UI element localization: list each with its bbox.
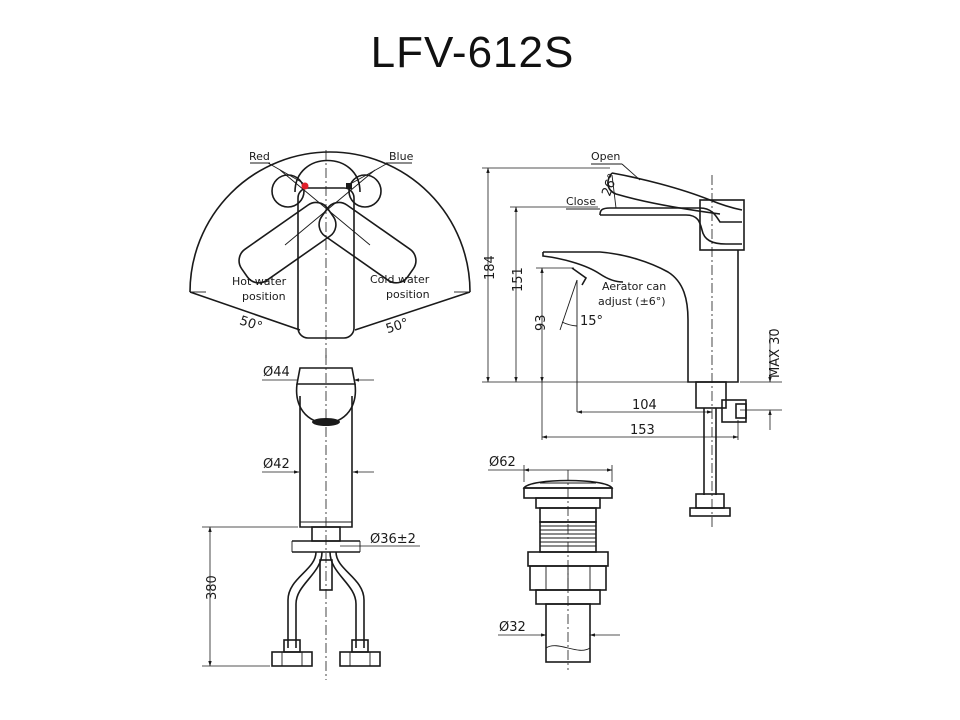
dim-153: 153 <box>630 423 655 438</box>
dim-380: 380 <box>205 575 220 600</box>
cold-angle: 50° <box>384 316 411 337</box>
aerator-angle: 15° <box>580 314 603 329</box>
aerator-label-1: Aerator can <box>602 280 666 293</box>
close-label: Close <box>566 195 596 208</box>
hot-lever <box>238 201 337 284</box>
side-body <box>543 250 739 383</box>
drain-view: Ø62 Ø32 <box>488 455 620 670</box>
front-view: Ø44 Ø42 Ø36±2 380 <box>202 355 420 680</box>
blue-mark <box>346 183 352 189</box>
dia-42: Ø42 <box>263 457 290 472</box>
cold-label-1: Cold water <box>370 273 430 286</box>
top-view: Red Blue Hot water position Cold water p… <box>189 150 471 360</box>
cold-lever <box>318 201 417 284</box>
dia-32: Ø32 <box>499 620 526 635</box>
dia-62: Ø62 <box>489 455 516 470</box>
blue-label: Blue <box>389 150 414 163</box>
dim-151: 151 <box>511 267 526 292</box>
dim-104: 104 <box>632 398 657 413</box>
hot-label-2: position <box>242 290 286 303</box>
dim-93: 93 <box>534 314 549 331</box>
dia-36: Ø36±2 <box>370 532 416 547</box>
open-angle: 26° <box>599 172 621 199</box>
hot-angle: 50° <box>237 314 264 335</box>
rotation-arc <box>189 151 471 293</box>
dia-44: Ø44 <box>263 365 290 380</box>
open-label: Open <box>591 150 620 163</box>
cartridge-cap <box>294 159 361 193</box>
side-view: 26° Open Close Aerator can adjust (±6°) … <box>482 150 783 530</box>
cold-label-2: position <box>386 288 430 301</box>
page-title: LFV-612S <box>370 28 575 77</box>
aerator-label-2: adjust (±6°) <box>598 295 666 308</box>
hot-label-1: Hot water <box>232 275 287 288</box>
red-label: Red <box>249 150 270 163</box>
dim-184: 184 <box>483 255 498 280</box>
red-dot <box>301 182 309 190</box>
dim-max30: MAX 30 <box>768 328 783 378</box>
